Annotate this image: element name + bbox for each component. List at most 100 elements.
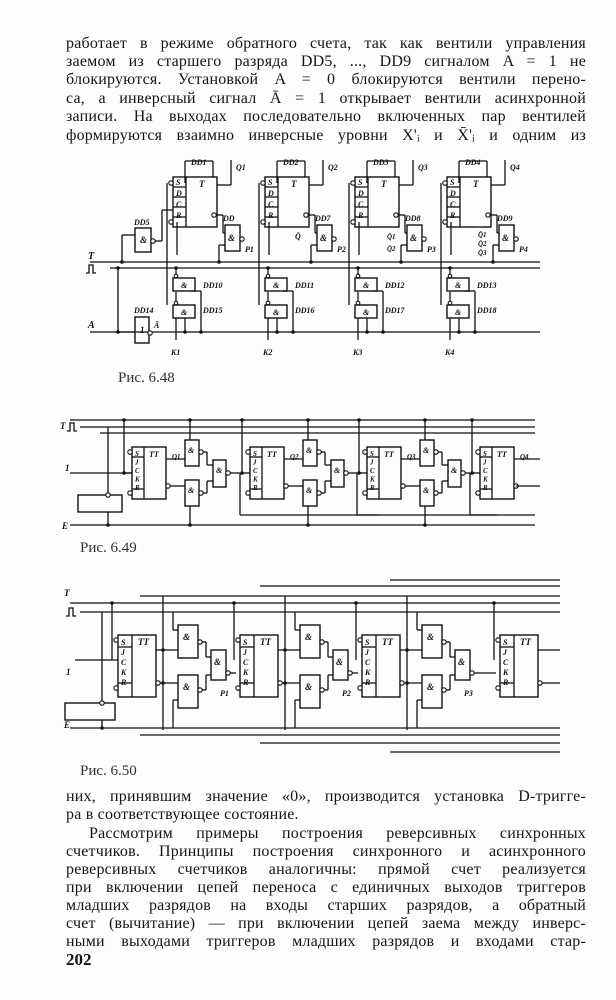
e-input-label: E [61, 521, 68, 531]
junction-dot [240, 418, 244, 422]
gate-label: DD9 [496, 214, 513, 223]
gate-label: DD12 [384, 281, 405, 290]
junction-dot [448, 266, 452, 270]
flip-flop [117, 634, 157, 698]
junction-dot [357, 418, 361, 422]
inversion-bubble [245, 490, 251, 496]
and-symbol: & [306, 486, 313, 495]
inversion-bubble [245, 449, 251, 455]
inversion-bubble [173, 273, 179, 279]
q-output-label: Q1 [236, 163, 246, 172]
pin-label: C [253, 467, 258, 475]
pin-label: R [482, 484, 488, 492]
pin-label: S [253, 450, 257, 458]
gate-label: DD14 [133, 306, 154, 315]
inversion-bubble [421, 236, 427, 242]
pin-label: S [135, 450, 139, 458]
junction-dot [492, 601, 496, 605]
pin-label: S [243, 638, 248, 647]
inversion-bubble [150, 238, 156, 244]
inversion-bubble [433, 490, 439, 496]
reset-block [77, 494, 123, 513]
ff-label: DD1 [190, 158, 207, 167]
input-label: Q̄3 [478, 249, 487, 257]
inversion-bubble [235, 685, 241, 691]
pin-label: D [357, 189, 364, 198]
flip-flop [446, 176, 492, 228]
nand-gate [210, 649, 227, 681]
and-symbol: & [140, 235, 147, 245]
pin-label: D [175, 189, 182, 198]
and-symbol: & [334, 466, 341, 475]
inversion-bubble [239, 236, 245, 242]
inversion-bubble [347, 670, 353, 676]
pin-label: J [134, 459, 139, 467]
and-symbol: & [181, 308, 188, 317]
and-symbol: & [363, 281, 370, 290]
nand-gate [332, 649, 349, 681]
pin-label: K [502, 668, 509, 677]
pin-label: S [268, 178, 273, 187]
pin-label: R [364, 678, 371, 687]
pin-label: K [369, 476, 376, 484]
inversion-bubble [225, 670, 231, 676]
text-line: младших разрядов на входы старших разряд… [66, 897, 586, 914]
inversion-bubble [319, 639, 325, 645]
text-line: записи. На выходах последовательно включ… [66, 108, 586, 125]
inversion-bubble [460, 470, 466, 476]
and-symbol: & [458, 657, 465, 667]
junction-dot [405, 648, 409, 652]
pin-label: J [364, 648, 370, 657]
k-input-label: K2 [262, 348, 272, 357]
and-symbol: & [188, 446, 195, 455]
page-number: 202 [66, 950, 92, 969]
inversion-bubble [105, 492, 111, 498]
inversion-bubble [355, 300, 361, 306]
text-line: них, принявшим значение «0», производитс… [66, 788, 586, 805]
pin-label: R [252, 484, 258, 492]
inversion-bubble [355, 273, 361, 279]
text-line: заемом из старшего разряда DD5, ..., DD9… [66, 53, 586, 70]
and-symbol: & [320, 233, 327, 243]
inversion-bubble [265, 273, 271, 279]
pin-label: R [267, 211, 274, 220]
and-gate [264, 304, 288, 319]
pin-label: J [502, 648, 508, 657]
pin-label: R [134, 484, 140, 492]
junction-dot [470, 418, 474, 422]
junction-dot [240, 471, 244, 475]
junction-dot [283, 648, 287, 652]
and-symbol: & [423, 486, 430, 495]
inversion-bubble [225, 470, 231, 476]
gate-label: DD7 [314, 214, 332, 223]
junction-dot [266, 266, 270, 270]
gate-label: DD5 [133, 218, 150, 227]
pin-label: C [503, 658, 509, 667]
junction-dot [491, 260, 495, 264]
e-input-label: E [63, 720, 70, 730]
junction-dot [116, 266, 120, 270]
and-symbol: & [181, 281, 188, 290]
pin-label: J [369, 459, 374, 467]
junction-dot [423, 523, 427, 527]
pin-label: S [450, 178, 455, 187]
pin-label: R [369, 484, 375, 492]
and-symbol: & [410, 233, 417, 243]
pin-label: R [357, 211, 364, 220]
gate-label: DD15 [202, 306, 223, 315]
inversion-bubble [495, 685, 501, 691]
pin-label: K [482, 476, 489, 484]
inversion-bubble [400, 483, 406, 489]
pin-label: S [121, 638, 126, 647]
q-output-label: Q4 [520, 453, 529, 461]
pin-label: S [176, 178, 181, 187]
inversion-bubble [155, 680, 161, 686]
reset-block [64, 702, 116, 721]
p-output-label: P4 [519, 245, 528, 254]
gate-label: DD [222, 214, 235, 223]
pin-label: C [365, 658, 371, 667]
a-bar-label: Ā [153, 321, 160, 330]
ff-label: DD2 [282, 158, 299, 167]
ff-type-label: TT [520, 637, 531, 647]
